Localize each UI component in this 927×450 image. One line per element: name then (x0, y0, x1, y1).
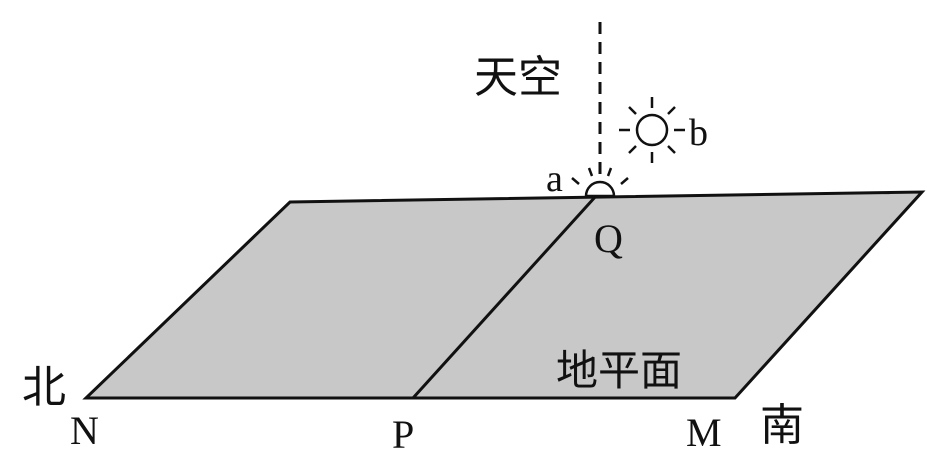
sun-b-icon (619, 97, 685, 163)
sky-label: 天空 (474, 52, 562, 103)
point-m-label: M (686, 410, 722, 450)
north-label: 北 (22, 362, 66, 413)
point-n-label: N (70, 408, 99, 450)
sun-b-label: b (689, 112, 708, 154)
meridian-line-qp (411, 194, 598, 400)
sun-a-icon (571, 167, 629, 198)
horizon-plane (82, 190, 926, 400)
horizon-plane-label: 地平面 (556, 346, 682, 395)
sun-a-label: a (546, 158, 563, 200)
point-q-label: Q (594, 216, 623, 261)
south-label: 南 (760, 400, 804, 450)
point-p-label: P (392, 412, 414, 450)
